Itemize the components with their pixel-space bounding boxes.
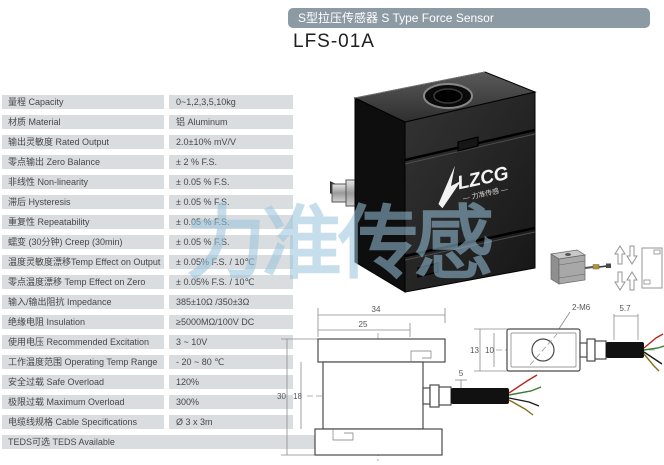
table-row: 重复性 Repeatability ± 0.05 % F.S. [2,215,332,229]
top-notch [457,136,479,152]
table-row: 温度灵敏度漂移Temp Effect on Output ± 0.05% F.S… [2,255,332,269]
dim-width-inner: 25 [359,320,368,329]
spec-value: Ø 3 x 3m [169,415,293,429]
table-row: TEDS可选 TEDS Available [2,435,332,449]
spec-value: ± 0.05% F.S. / 10℃ [169,255,293,269]
spec-label: 绝缘电阻 Insulation [2,315,164,329]
table-row: 电缆线规格 Cable Specifications Ø 3 x 3m [2,415,332,429]
product-photo: LZCG — 力准传感 — [330,71,537,293]
spec-label: TEDS可选 TEDS Available [2,435,327,449]
spec-value: ± 2 % F.S. [169,155,293,169]
table-row: 量程 Capacity 0~1,2,3,5,10kg [2,95,332,109]
threaded-hole [423,83,473,109]
table-row: 极限过载 Maximum Overload 300% [2,395,332,409]
thread-callout: 2-M6 [572,303,591,312]
drawn-cable-side [606,342,644,358]
spec-value: 120% [169,375,293,389]
spec-value: 300% [169,395,293,409]
model-number: LFS-01A [293,31,375,52]
spec-value: ± 0.05 % F.S. [169,235,293,249]
spec-label: 零点温度漂移 Temp Effect on Zero [2,275,164,289]
spec-label: 电缆线规格 Cable Specifications [2,415,164,429]
spec-label: 温度灵敏度漂移Temp Effect on Output [2,255,164,269]
spec-value: ± 0.05 % F.S. [169,215,293,229]
spec-value: 0~1,2,3,5,10kg [169,95,293,109]
spec-label: 零点输出 Zero Balance [2,155,164,169]
spec-label: 安全过载 Safe Overload [2,375,164,389]
dim-depth-outer: 13 [470,346,479,355]
spec-label: 极限过载 Maximum Overload [2,395,164,409]
table-row: 非线性 Non-linearity ± 0.05 % F.S. [2,175,332,189]
edge-highlight [354,71,486,99]
table-row: 材质 Material 铝 Aluminum [2,115,332,129]
spec-label: 材质 Material [2,115,164,129]
spec-label: 蠕变 (30分钟) Creep (30min) [2,235,164,249]
spec-label: 输出灵敏度 Rated Output [2,135,164,149]
table-row: 输入/输出阻抗 Impedance 385±10Ω /350±3Ω [2,295,332,309]
spec-table: 量程 Capacity 0~1,2,3,5,10kg 材质 Material 铝… [2,95,332,455]
spec-value: ± 0.05% F.S. / 10℃ [169,275,293,289]
banner-title: S型拉压传感器 S Type Force Sensor [298,11,494,25]
spec-label: 使用电压 Recommended Excitation [2,335,164,349]
table-row: 输出灵敏度 Rated Output 2.0±10% mV/V [2,135,332,149]
table-row: 零点输出 Zero Balance ± 2 % F.S. [2,155,332,169]
spec-label: 非线性 Non-linearity [2,175,164,189]
orientation-diagram [550,245,663,291]
table-row: 安全过载 Safe Overload 120% [2,375,332,389]
spec-value: ± 0.05 % F.S. [169,195,293,209]
section-banner: S型拉压传感器 S Type Force Sensor [288,8,650,28]
table-row: 绝缘电阻 Insulation ≥5000MΩ/100V DC [2,315,332,329]
spec-label: 工作温度范围 Operating Temp Range [2,355,164,369]
spec-value: 铝 Aluminum [169,115,293,129]
spec-label: 滞后 Hysteresis [2,195,164,209]
spec-value: ± 0.05 % F.S. [169,175,293,189]
spec-label: 输入/输出阻抗 Impedance [2,295,164,309]
dim-width-outer: 34 [372,305,381,314]
table-row: 工作温度范围 Operating Temp Range - 20 ~ 80 ℃ [2,355,332,369]
dim-height-outer: 30 [277,392,286,401]
dim-height-inner: 18 [293,392,302,401]
side-view-drawing: 2-M6 13 10 5.7 [470,303,664,372]
spec-value: - 20 ~ 80 ℃ [169,355,293,369]
sensor-left-face [354,97,406,293]
front-view-drawing: 34 25 30 18 5 [277,305,542,461]
dim-cable-side: 5.7 [619,304,631,313]
wire-leads [508,374,542,416]
table-row: 滞后 Hysteresis ± 0.05 % F.S. [2,195,332,209]
table-row: 零点温度漂移 Temp Effect on Zero ± 0.05% F.S. … [2,275,332,289]
bottom-notch [417,262,439,278]
spec-value: 385±10Ω /350±3Ω [169,295,293,309]
drawn-cable [451,388,509,404]
sensor-outline [641,247,663,289]
table-row: 蠕变 (30分钟) Creep (30min) ± 0.05 % F.S. [2,235,332,249]
spec-value: ≥5000MΩ/100V DC [169,315,293,329]
wire-leads-side [643,333,664,372]
spec-label: 量程 Capacity [2,95,164,109]
dim-cable: 5 [459,369,464,378]
spec-value: 3 ~ 10V [169,335,293,349]
mini-sensor [550,249,611,285]
logo-mark-icon [438,165,462,209]
table-row: 使用电压 Recommended Excitation 3 ~ 10V [2,335,332,349]
mini-cable [584,266,594,269]
dim-depth-inner: 10 [485,346,494,355]
spec-label: 重复性 Repeatability [2,215,164,229]
spec-value: 2.0±10% mV/V [169,135,293,149]
force-direction-arrows [614,245,638,291]
